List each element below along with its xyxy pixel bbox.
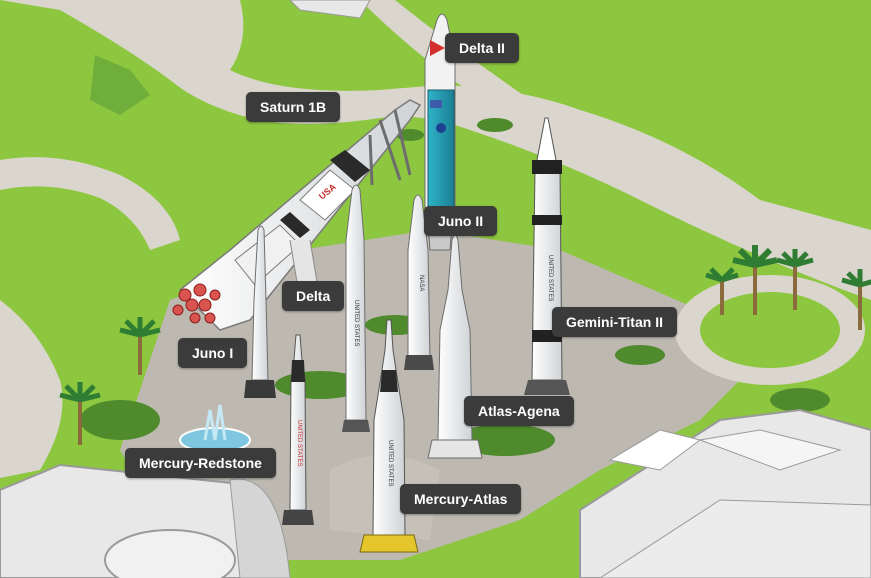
nasa-marking: NASA: [418, 275, 424, 291]
redstone-marking: UNITED STATES: [296, 420, 302, 466]
mercury-redstone-rocket[interactable]: UNITED STATES: [282, 334, 314, 525]
juno-ii-rocket[interactable]: NASA: [404, 194, 434, 370]
fountain: [179, 404, 251, 453]
left-path: [0, 157, 180, 250]
united-states-marking: UNITED STATES: [547, 255, 553, 301]
delta-ii-rocket[interactable]: [424, 13, 456, 251]
palm-trees: [59, 245, 871, 445]
label-atlas-agena[interactable]: Atlas-Agena: [464, 396, 574, 426]
delta-rocket[interactable]: UNITED STATES: [342, 184, 370, 432]
delta-marking: UNITED STATES: [353, 300, 359, 346]
label-mercury-atlas[interactable]: Mercury-Atlas: [400, 484, 522, 514]
label-gemini-titan-ii[interactable]: Gemini-Titan II: [552, 307, 677, 337]
label-juno-i[interactable]: Juno I: [178, 338, 248, 368]
main-walkway: [0, 0, 871, 300]
label-delta-ii[interactable]: Delta II: [445, 33, 519, 63]
grass-patch: [90, 55, 150, 115]
label-mercury-redstone[interactable]: Mercury-Redstone: [125, 448, 276, 478]
atlas-agena-rocket[interactable]: [427, 234, 483, 459]
juno-i-rocket[interactable]: [244, 225, 276, 398]
atlas-marking: UNITED STATES: [387, 440, 393, 486]
label-juno-ii[interactable]: Juno II: [424, 206, 498, 236]
label-delta[interactable]: Delta: [282, 281, 345, 311]
mercury-atlas-rocket[interactable]: UNITED STATES: [359, 319, 419, 553]
label-saturn-1b[interactable]: Saturn 1B: [246, 92, 341, 122]
